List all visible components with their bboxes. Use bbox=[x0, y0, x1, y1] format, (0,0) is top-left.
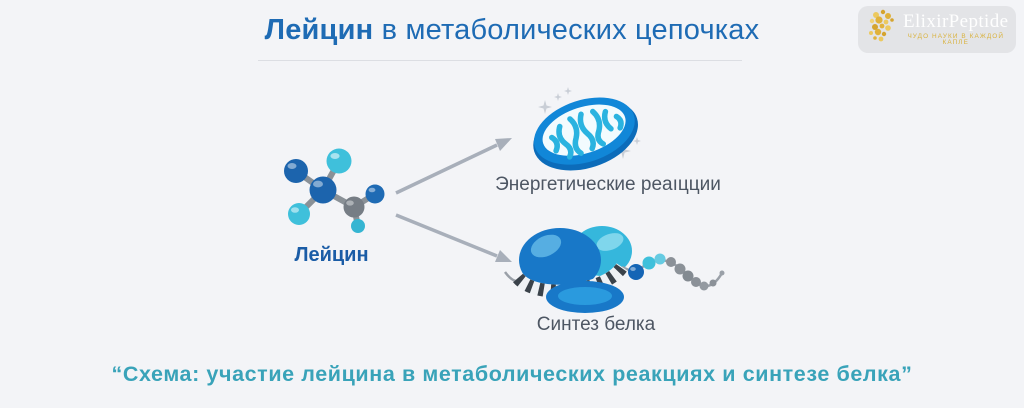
brand-logo: ElixirPeptide ЧУДО НАУКИ В КАЖДОЙ КАПЛЕ bbox=[858, 6, 1016, 53]
arrow-to-synthesis-icon bbox=[395, 213, 512, 262]
figure-caption: “Схема: участие лейцина в метаболических… bbox=[111, 362, 913, 386]
leucine-molecule-icon bbox=[284, 148, 385, 233]
page-title: Лейцин в метаболических цепочках bbox=[0, 14, 1024, 47]
arrow-to-energy-icon bbox=[395, 138, 512, 195]
ribosome-icon bbox=[503, 226, 725, 313]
molecule-cluster-icon bbox=[866, 8, 896, 51]
molecule-label: Лейцин bbox=[294, 244, 369, 266]
mitochondria-icon bbox=[533, 97, 638, 171]
logo-tagline: ЧУДО НАУКИ В КАЖДОЙ КАПЛЕ bbox=[907, 32, 1005, 47]
energy-reactions-label: Энергетические реаıцции bbox=[495, 174, 721, 195]
title-highlight: Лейцин bbox=[264, 14, 374, 46]
title-divider bbox=[258, 60, 742, 61]
protein-synthesis-label: Синтез белка bbox=[536, 314, 656, 335]
logo-name: ElixirPeptide bbox=[903, 10, 1009, 32]
title-rest: в метаболических цепочках bbox=[373, 14, 760, 46]
logo-text-block: ElixirPeptide ЧУДО НАУКИ В КАЖДОЙ КАПЛЕ bbox=[903, 10, 1009, 47]
